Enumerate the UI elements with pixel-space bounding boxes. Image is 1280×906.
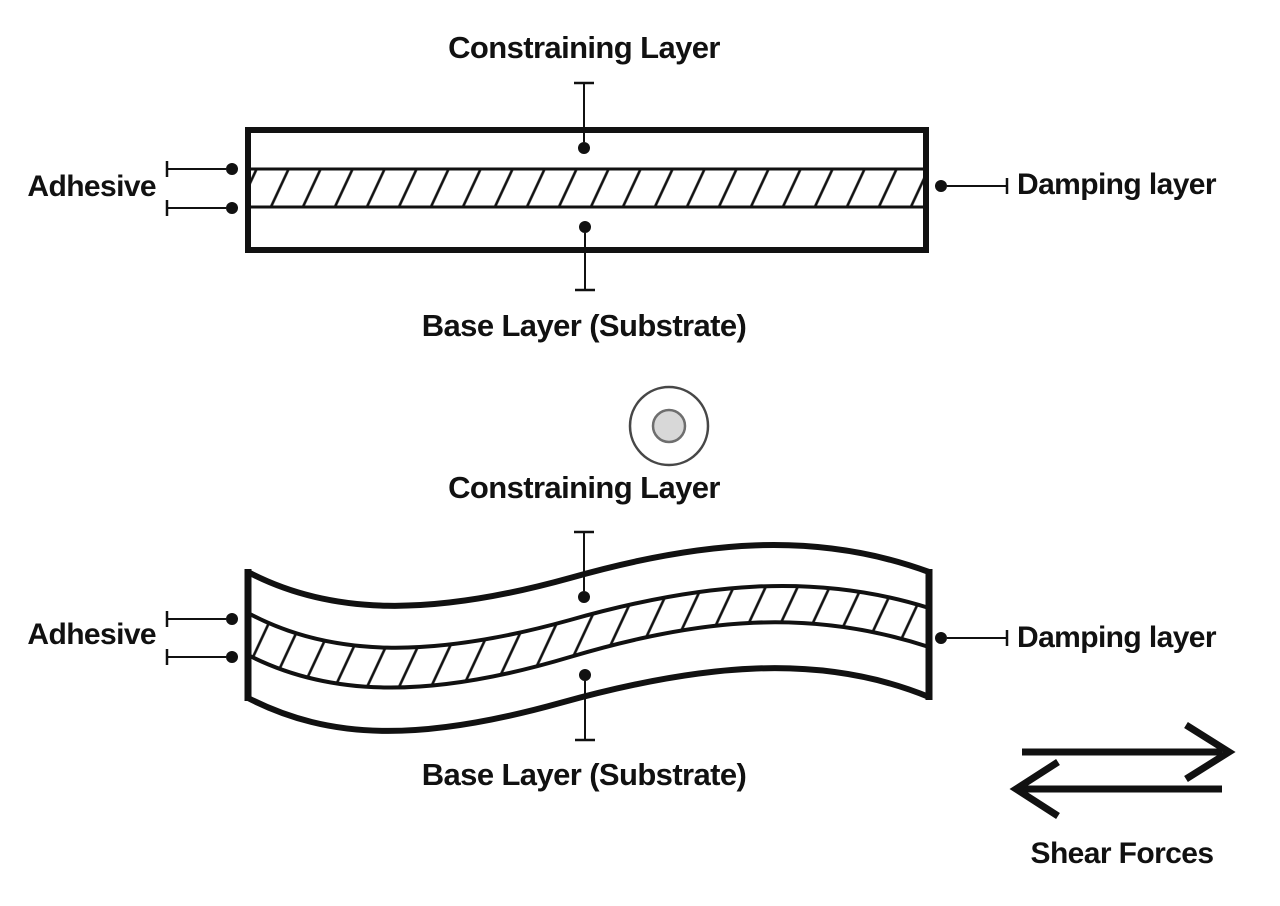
bottom-leader-constraining <box>574 530 594 603</box>
bottom-curve-top <box>246 542 931 609</box>
shear-forces-label: Shear Forces <box>1030 837 1215 870</box>
bottom-leader-damping <box>935 630 1009 646</box>
top-outer-rect <box>245 127 929 253</box>
shear-arrow-right-icon <box>1022 722 1236 782</box>
shear-axis-circle <box>628 385 710 467</box>
bottom-damping-hatch-band <box>248 585 929 688</box>
leader-dot <box>578 142 590 154</box>
leader-dot <box>578 591 590 603</box>
shear-arrow-left-icon <box>1009 759 1222 819</box>
leader-dot <box>226 613 238 625</box>
bottom-leader-adhesive-lower <box>165 649 238 665</box>
circle-inner-dot <box>651 408 687 444</box>
leader-dot <box>579 669 591 681</box>
leader-dot <box>579 221 591 233</box>
leader-dot <box>935 180 947 192</box>
top-leader-adhesive-upper <box>165 161 238 177</box>
leader-dot <box>226 163 238 175</box>
bottom-constraining-layer-label: Constraining Layer <box>448 470 720 505</box>
shear-arrows <box>1009 722 1236 819</box>
bottom-leader-base <box>575 669 595 742</box>
top-sandwich-diagram <box>165 81 1009 292</box>
bottom-curve-adhesive-lower <box>247 620 930 690</box>
top-base-layer-label: Base Layer (Substrate) <box>421 308 747 343</box>
bottom-sandwich-diagram <box>165 530 1009 742</box>
bottom-adhesive-label: Adhesive <box>27 618 156 651</box>
top-constraining-layer-label: Constraining Layer <box>448 30 720 65</box>
top-leader-adhesive-lower <box>165 200 238 216</box>
top-adhesive-label: Adhesive <box>27 170 156 203</box>
top-leader-constraining <box>574 81 594 154</box>
top-leader-damping <box>935 178 1009 194</box>
leader-dot <box>935 632 947 644</box>
top-leader-base <box>575 221 595 292</box>
leader-dot <box>226 651 238 663</box>
bottom-curve-bottom <box>246 665 931 734</box>
bottom-curve-adhesive-upper <box>247 584 930 650</box>
top-damping-layer-label: Damping layer <box>1017 168 1217 201</box>
leader-dot <box>226 202 238 214</box>
bottom-leader-adhesive-upper <box>165 611 238 627</box>
top-damping-hatch-band <box>251 170 923 206</box>
bottom-base-layer-label: Base Layer (Substrate) <box>421 757 747 792</box>
bottom-damping-layer-label: Damping layer <box>1017 621 1217 654</box>
